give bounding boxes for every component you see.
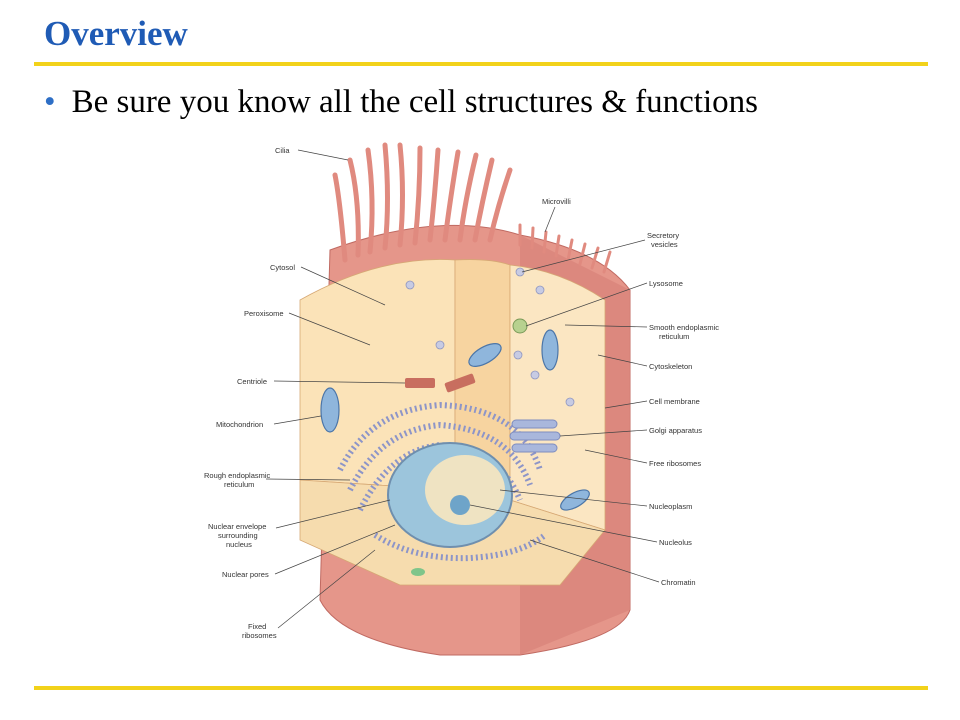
label-nuclear-pores: Nuclear pores	[222, 570, 269, 579]
lysosome	[512, 318, 528, 334]
label-free-ribosomes: Free ribosomes	[649, 459, 701, 468]
bullet-item: • Be sure you know all the cell structure…	[44, 84, 758, 121]
label-secretory-2: vesicles	[651, 240, 678, 249]
label-centriole: Centriole	[237, 377, 267, 386]
top-divider	[34, 62, 928, 66]
label-cell-membrane: Cell membrane	[649, 397, 700, 406]
label-rough-er-2: reticulum	[224, 480, 254, 489]
nucleolus	[450, 495, 470, 515]
centriole	[405, 373, 476, 393]
label-nucleolus: Nucleolus	[659, 538, 692, 547]
bottom-divider	[34, 686, 928, 690]
label-peroxisome: Peroxisome	[244, 309, 284, 318]
cilia-group	[332, 142, 513, 263]
label-smooth-er-2: reticulum	[659, 332, 689, 341]
mitochondria-group	[320, 329, 590, 511]
label-cilia: Cilia	[275, 146, 290, 155]
label-secretory-1: Secretory	[647, 231, 679, 240]
label-fixed-1: Fixed	[248, 622, 266, 631]
label-smooth-er-1: Smooth endoplasmic	[649, 323, 719, 332]
microvilli-group	[518, 223, 612, 274]
label-chromatin: Chromatin	[661, 578, 696, 587]
label-cytoskeleton: Cytoskeleton	[649, 362, 692, 371]
label-rough-er-1: Rough endoplasmic	[204, 471, 271, 480]
nucleoplasm	[425, 455, 505, 525]
vesicles-group	[405, 267, 575, 407]
label-mitochondrion: Mitochondrion	[216, 420, 263, 429]
label-nucleoplasm: Nucleoplasm	[649, 502, 692, 511]
bullet-text: Be sure you know all the cell structures…	[71, 84, 758, 120]
label-microvilli: Microvilli	[542, 197, 571, 206]
slide-title: Overview	[44, 14, 188, 53]
label-nuclear-envelope-2: surrounding	[218, 531, 258, 540]
label-nuclear-envelope-3: nucleus	[226, 540, 252, 549]
label-lysosome: Lysosome	[649, 279, 683, 288]
bullet-dot-icon: •	[44, 84, 56, 120]
label-golgi: Golgi apparatus	[649, 426, 702, 435]
peroxisome	[411, 568, 425, 576]
label-cytosol: Cytosol	[270, 263, 295, 272]
label-nuclear-envelope-1: Nuclear envelope	[208, 522, 266, 531]
golgi-apparatus	[509, 419, 561, 453]
cell-diagram: Cilia Cytosol Peroxisome Centriole Mitoc…	[204, 142, 719, 656]
cytoplasm-right-face	[509, 264, 606, 531]
label-fixed-2: ribosomes	[242, 631, 277, 640]
